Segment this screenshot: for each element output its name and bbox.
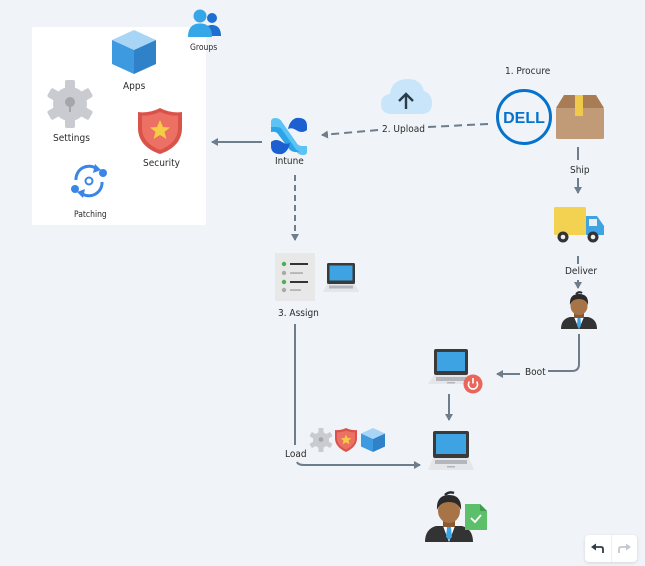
shield-star-icon — [138, 108, 182, 154]
load-label: Load — [285, 449, 307, 460]
patching-label: Patching — [74, 210, 107, 220]
upload-label: 2. Upload — [382, 124, 425, 135]
apps-label: Apps — [123, 81, 146, 92]
assign-label: 3. Assign — [278, 308, 319, 319]
patching-node[interactable] — [68, 160, 110, 202]
assign-checklist — [275, 253, 315, 301]
deliver-label: Deliver — [565, 266, 598, 277]
arrow-load — [296, 461, 421, 469]
laptop-icon — [428, 431, 474, 470]
cloud-upload-node — [380, 76, 432, 116]
laptop-power-icon — [428, 349, 483, 394]
box-node — [555, 94, 605, 140]
settings-label: Settings — [53, 133, 90, 144]
arrow-upload-right — [427, 123, 489, 128]
undo-icon — [590, 543, 604, 553]
intune-node[interactable] — [268, 116, 310, 156]
laptop-icon — [323, 263, 359, 292]
employee-user — [560, 291, 598, 329]
security-node[interactable] — [136, 106, 184, 156]
user-icon — [425, 491, 473, 542]
sync-icon — [71, 164, 107, 198]
procure-label: 1. Procure — [505, 66, 551, 77]
groups-label: Groups — [190, 43, 218, 53]
final-user — [424, 490, 488, 542]
groups-node[interactable] — [186, 8, 222, 38]
assign-laptop — [322, 262, 360, 294]
dell-logo-text: DELL — [503, 110, 545, 127]
boot-laptop-node — [427, 348, 485, 394]
box-icon — [556, 95, 604, 139]
checklist-icon — [281, 261, 308, 293]
apps-node[interactable] — [110, 28, 158, 76]
cloud-upload-icon — [381, 79, 432, 114]
user-icon — [561, 291, 597, 329]
ready-laptop-node — [427, 430, 475, 474]
truck-icon — [554, 207, 604, 243]
intune-logo-icon — [271, 117, 307, 155]
users-icon — [188, 9, 221, 37]
redo-button[interactable] — [610, 535, 638, 562]
arrow-boot — [548, 334, 580, 372]
boot-label: Boot — [525, 367, 546, 378]
cube-icon — [112, 30, 156, 74]
intune-label: Intune — [275, 156, 304, 167]
security-label: Security — [143, 158, 180, 169]
undo-button[interactable] — [585, 535, 611, 562]
cube-icon — [361, 428, 385, 452]
ship-label: Ship — [570, 165, 590, 176]
arrow-upload-left — [321, 129, 379, 139]
load-bundle — [309, 427, 387, 453]
undo-redo-toolbar — [585, 535, 637, 562]
dell-logo: DELL — [495, 88, 553, 146]
shield-star-icon — [335, 428, 357, 452]
settings-node[interactable] — [44, 78, 96, 130]
truck-node — [553, 206, 605, 246]
approved-document-icon — [465, 504, 487, 530]
redo-icon — [618, 543, 632, 553]
gear-icon — [47, 80, 93, 128]
gear-icon — [309, 428, 333, 452]
